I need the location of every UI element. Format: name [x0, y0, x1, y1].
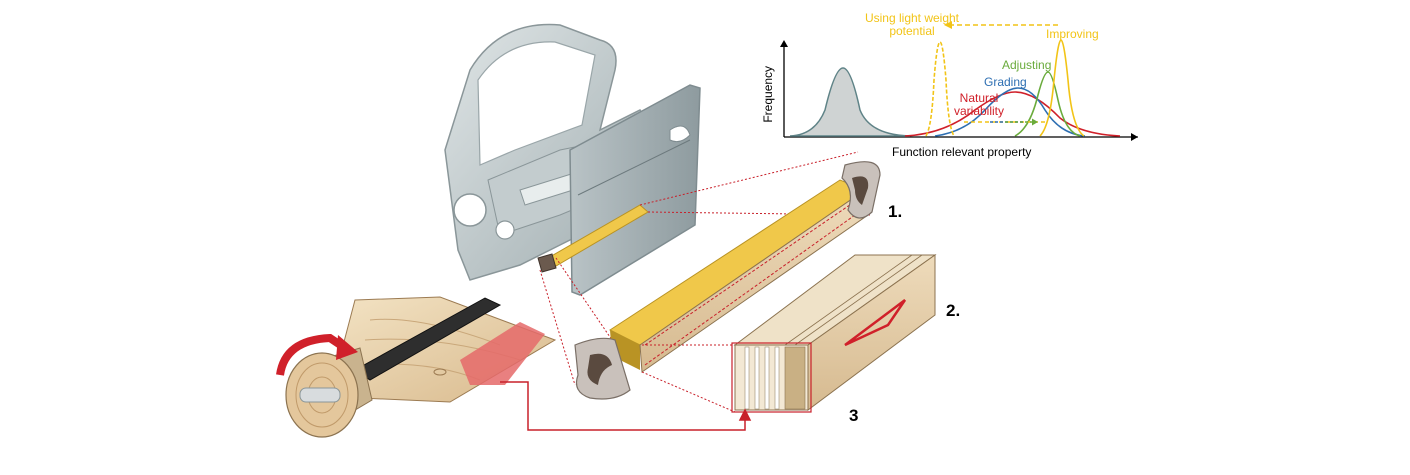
- rotation-arrow-icon: [276, 333, 358, 376]
- callout-lines-1: [539, 151, 873, 386]
- distribution-graph: [780, 21, 1138, 141]
- light-weight-curve: [925, 41, 955, 137]
- improving-curve: [1039, 39, 1085, 137]
- log-roller: [285, 347, 373, 438]
- label-light-weight: Using light weight potential: [864, 11, 960, 38]
- y-axis-label: Frequency: [761, 65, 776, 123]
- base-distribution-curve: [789, 67, 911, 137]
- grading-curve: [934, 87, 1086, 137]
- car-door-outer-panel: [569, 84, 701, 296]
- label-natural-variability: Natural variability: [953, 91, 1004, 118]
- beam-end-cap-left: [574, 337, 631, 400]
- plywood-block: [731, 254, 937, 413]
- x-axis-label: Function relevant property: [892, 145, 1032, 159]
- label-improving: Improving: [1046, 27, 1099, 41]
- connector-veneer-to-block: [500, 381, 752, 431]
- door-beam-small: [537, 204, 649, 273]
- step-label-1: 1.: [888, 202, 903, 221]
- step-label-2: 2.: [946, 301, 961, 320]
- label-adjusting: Adjusting: [1002, 58, 1052, 72]
- step-label-3: 3: [849, 406, 859, 425]
- adjusting-curve: [1014, 71, 1081, 137]
- natural-variability-curve: [904, 91, 1121, 137]
- callout-lines-2: [641, 344, 736, 413]
- beam-end-cap-right: [841, 161, 881, 219]
- veneer-red-strip: [460, 322, 545, 385]
- label-grading: Grading: [984, 75, 1027, 89]
